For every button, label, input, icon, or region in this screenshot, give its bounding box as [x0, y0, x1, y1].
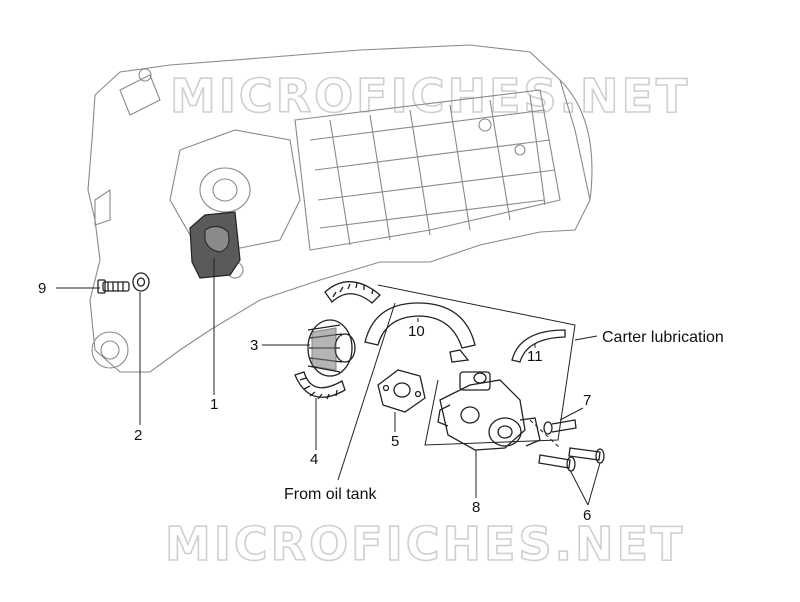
- callout-2: 2: [134, 427, 142, 444]
- part-1-cover: [189, 211, 241, 279]
- callout-3: 3: [250, 337, 258, 354]
- callout-1: 1: [210, 396, 218, 413]
- callout-10: 10: [408, 323, 425, 340]
- watermark-bottom: MICROFICHES.NET: [165, 517, 685, 571]
- part-4-belt-upper: [324, 281, 381, 304]
- crankcase-outline: [87, 44, 593, 373]
- part-9-bolt: [97, 279, 130, 294]
- part-8-oil-pump: [437, 371, 541, 451]
- part-7-screw: [543, 419, 577, 435]
- callout-5: 5: [391, 433, 399, 450]
- callout-8: 8: [472, 499, 480, 516]
- leader-lines: [56, 258, 601, 506]
- callout-4: 4: [310, 451, 318, 468]
- callout-7: 7: [583, 392, 591, 409]
- watermark-top: MICROFICHES.NET: [170, 69, 690, 123]
- from-oil-tank-note: From oil tank: [284, 486, 377, 503]
- part-2-nut: [132, 272, 150, 292]
- part-6-screw-b: [538, 454, 576, 472]
- part-11-gasket: [511, 329, 566, 363]
- seal-group-box: [377, 284, 576, 446]
- part-3-gear: [307, 319, 356, 377]
- part-4-belt-lower: [294, 371, 346, 400]
- carter-lubrication-note: Carter lubrication: [602, 329, 724, 346]
- callout-11: 11: [527, 348, 543, 365]
- callout-6: 6: [583, 507, 591, 524]
- part-10-gasket: [364, 302, 476, 363]
- callout-9: 9: [38, 280, 46, 297]
- part-5-plate: [377, 369, 426, 413]
